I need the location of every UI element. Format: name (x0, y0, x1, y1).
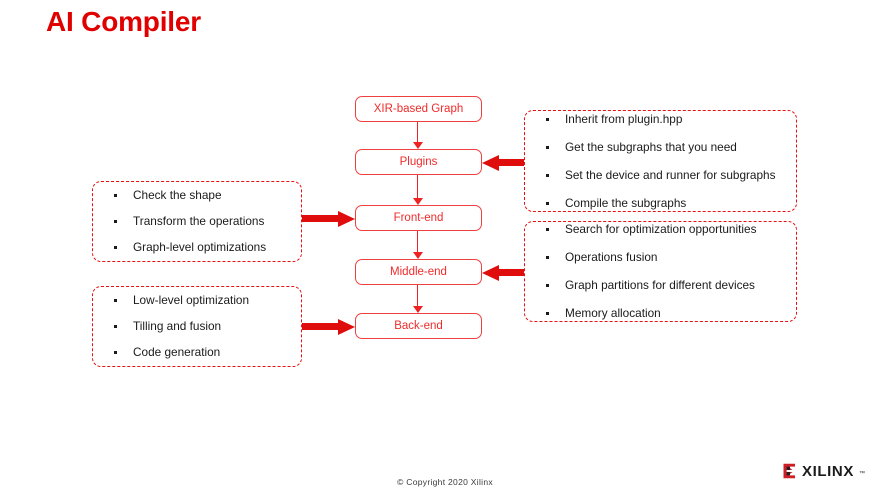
flow-box-label: Plugins (399, 156, 438, 168)
flow-box-back-end[interactable]: Back-end (355, 313, 482, 339)
flow-box-label: XIR-based Graph (373, 103, 464, 115)
page-title: AI Compiler (46, 6, 201, 37)
arrow-shaft (302, 323, 339, 330)
connector-line-down-icon (417, 285, 419, 307)
arrow-shaft (498, 159, 524, 166)
arrow-right-to-back-end-icon (302, 318, 355, 335)
xilinx-logo: XILINX ™ (782, 463, 865, 479)
connector-line-down-icon (417, 175, 419, 199)
list-item: Compile the subgraphs (541, 196, 786, 211)
callout-front-end: Check the shape Transform the operations… (92, 181, 302, 262)
list-item: Inherit from plugin.hpp (541, 112, 786, 127)
connector-arrowhead-down-icon (412, 306, 423, 313)
connector-arrowhead-down-icon (412, 252, 423, 259)
arrow-right-to-front-end-icon (302, 210, 355, 227)
xilinx-wordmark: XILINX (802, 462, 854, 480)
arrow-left-to-plugins-icon (482, 154, 524, 171)
connector-arrowhead-down-icon (412, 198, 423, 205)
flow-box-plugins[interactable]: Plugins (355, 149, 482, 175)
arrow-head (338, 210, 355, 227)
arrow-shaft (498, 269, 524, 276)
arrow-head (482, 264, 499, 281)
xilinx-logo-mark-icon (782, 463, 797, 479)
flow-box-label: Middle-end (390, 266, 447, 278)
trademark-symbol: ™ (858, 471, 865, 477)
connector-line-down-icon (417, 122, 419, 143)
bullet-list: Inherit from plugin.hpp Get the subgraph… (525, 111, 796, 211)
list-item: Get the subgraphs that you need (541, 140, 786, 155)
list-item: Graph-level optimizations (109, 240, 291, 255)
bullet-list: Check the shape Transform the operations… (93, 182, 301, 261)
flow-box-label: Back-end (394, 320, 443, 332)
callout-plugins: Inherit from plugin.hpp Get the subgraph… (524, 110, 797, 212)
flow-box-front-end[interactable]: Front-end (355, 205, 482, 231)
arrow-head (338, 318, 355, 335)
connector-line-down-icon (417, 231, 419, 253)
list-item: Check the shape (109, 188, 291, 203)
list-item: Search for optimization opportunities (541, 222, 786, 237)
arrow-head (482, 154, 499, 171)
bullet-list: Search for optimization opportunities Op… (525, 222, 796, 321)
arrow-left-to-middle-end-icon (482, 264, 524, 281)
list-item: Graph partitions for different devices (541, 278, 786, 293)
list-item: Memory allocation (541, 306, 786, 321)
arrow-shaft (302, 215, 339, 222)
list-item: Operations fusion (541, 250, 786, 265)
bullet-list: Low-level optimization Tilling and fusio… (93, 287, 301, 366)
list-item: Set the device and runner for subgraphs (541, 168, 786, 183)
flow-box-label: Front-end (393, 212, 444, 224)
list-item: Tilling and fusion (109, 319, 291, 334)
callout-back-end: Low-level optimization Tilling and fusio… (92, 286, 302, 367)
callout-middle-end: Search for optimization opportunities Op… (524, 221, 797, 322)
connector-arrowhead-down-icon (412, 142, 423, 149)
flow-box-xir-based-graph[interactable]: XIR-based Graph (355, 96, 482, 122)
flow-box-middle-end[interactable]: Middle-end (355, 259, 482, 285)
copyright-text: © Copyright 2020 Xilinx (397, 477, 493, 487)
list-item: Transform the operations (109, 214, 291, 229)
list-item: Low-level optimization (109, 293, 291, 308)
list-item: Code generation (109, 345, 291, 360)
